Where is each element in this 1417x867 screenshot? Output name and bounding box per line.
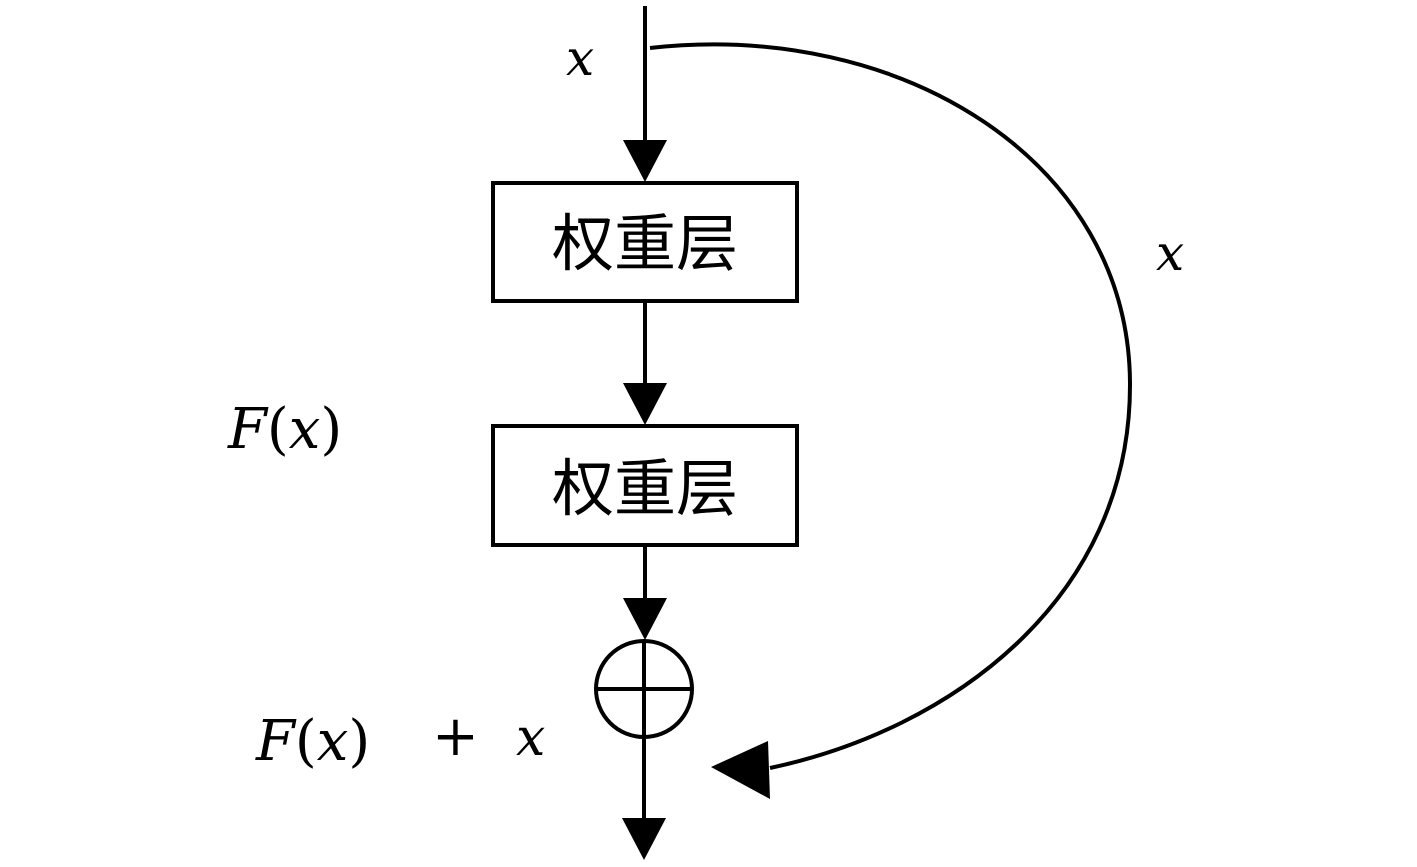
sum-node (594, 639, 694, 739)
shortcut-path (649, 42, 1133, 770)
weight-layer-1-label: 权重层 (552, 207, 738, 280)
weight-layer-2-label: 权重层 (552, 452, 738, 525)
input-arrowhead (623, 140, 667, 182)
output-shortcut: x (516, 708, 545, 768)
output-arrowhead (622, 818, 666, 860)
pre-sum-arrowhead (623, 598, 667, 640)
shortcut-label: x (1156, 224, 1184, 282)
output-plus: + (432, 704, 479, 769)
residual-label: F(x) (227, 397, 342, 462)
inner-arrowhead (623, 383, 667, 425)
input-label: x (566, 29, 594, 87)
shortcut-arrowhead (711, 741, 770, 799)
output-label: F(x) (255, 709, 370, 774)
